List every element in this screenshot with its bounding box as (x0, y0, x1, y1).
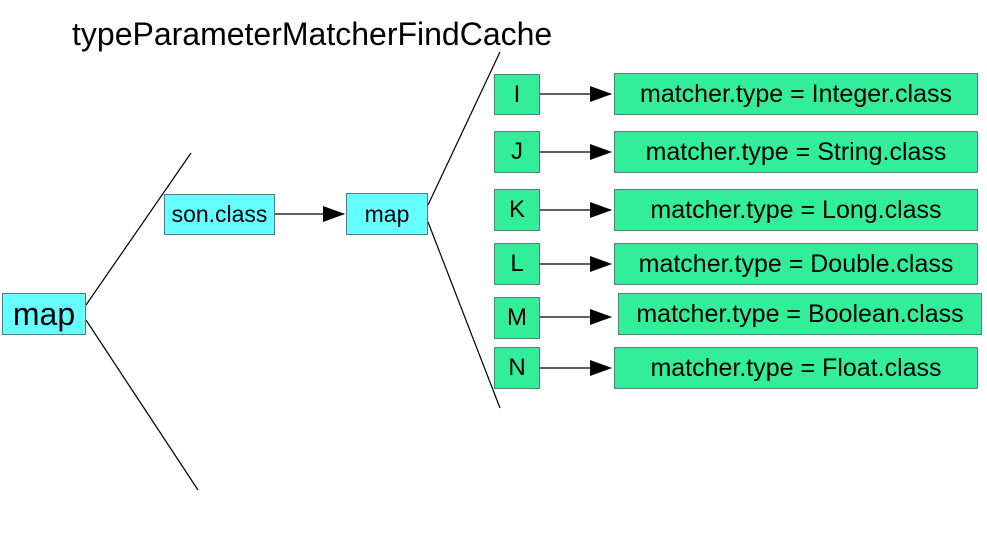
key-box-m: M (494, 297, 540, 339)
value-box-boolean: matcher.type = Boolean.class (618, 293, 982, 335)
value-box-float: matcher.type = Float.class (614, 347, 978, 389)
value-box-double: matcher.type = Double.class (614, 243, 978, 285)
key-box-n: N (494, 347, 540, 389)
map-branch-lower-line (427, 221, 501, 409)
key-box-i: I (494, 74, 540, 115)
value-box-long: matcher.type = Long.class (614, 189, 978, 231)
map-branch-upper-line (427, 51, 501, 206)
son-class-node: son.class (164, 194, 275, 235)
key-box-k: K (494, 189, 540, 231)
value-box-integer: matcher.type = Integer.class (614, 73, 978, 115)
inner-map-node: map (346, 193, 428, 235)
value-box-string: matcher.type = String.class (614, 131, 978, 173)
root-map-node: map (2, 293, 86, 335)
root-branch-lower-line (85, 319, 199, 491)
key-box-l: L (494, 243, 540, 285)
root-branch-upper-line (85, 152, 192, 306)
key-box-j: J (494, 131, 540, 173)
diagram-title: typeParameterMatcherFindCache (72, 16, 553, 52)
